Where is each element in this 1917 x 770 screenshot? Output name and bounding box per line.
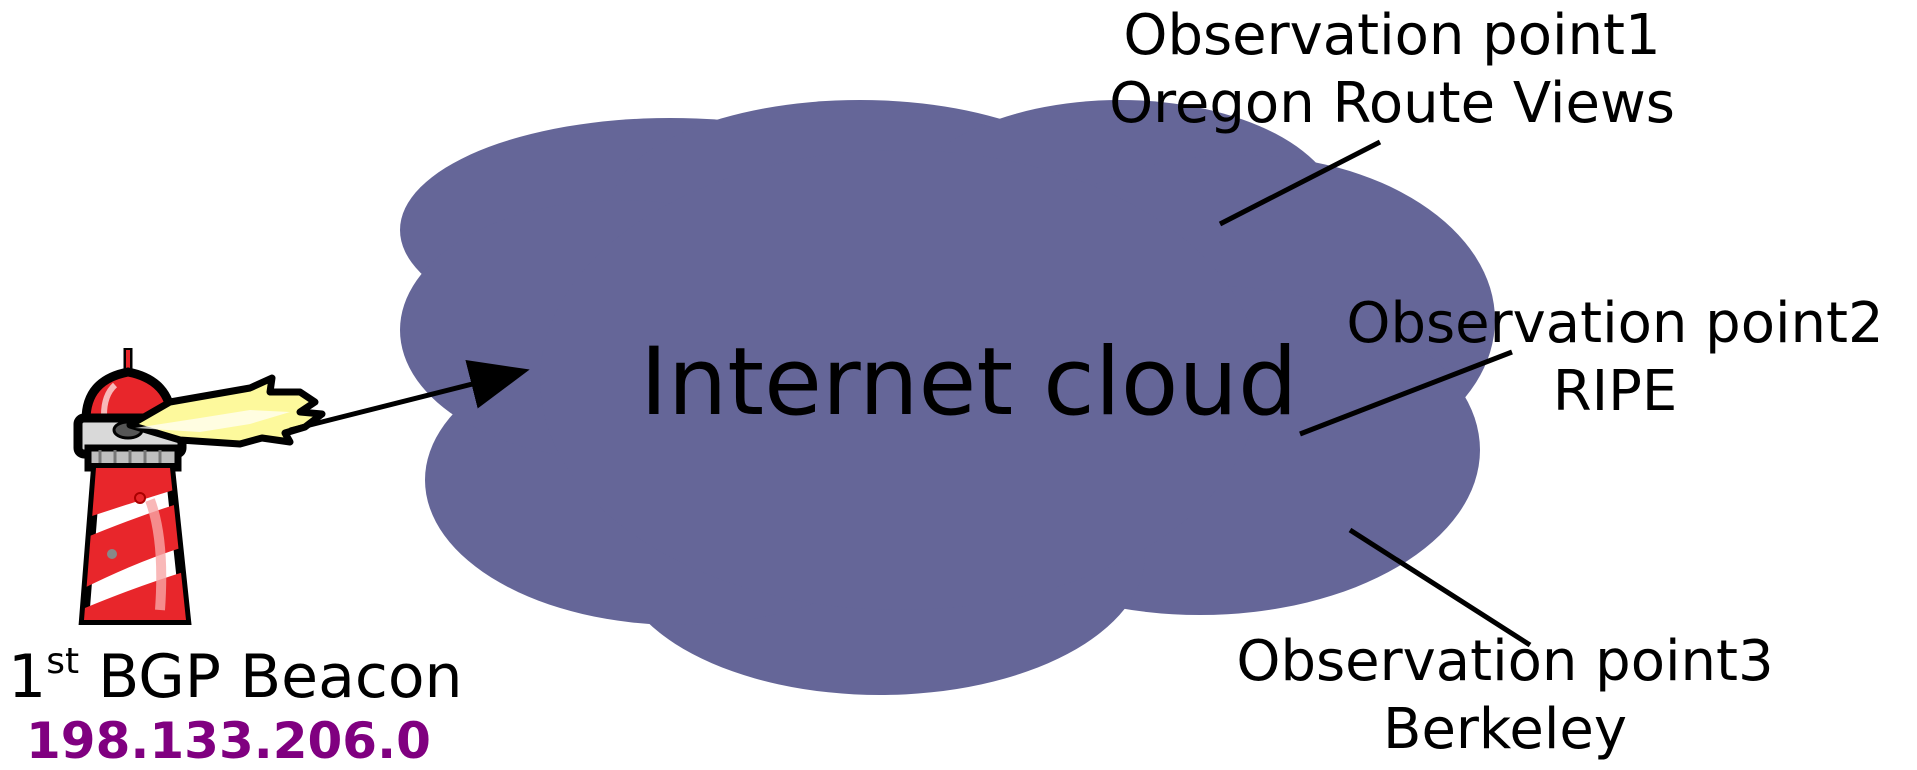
obs3-leader-line	[1348, 527, 1532, 648]
observation-point-2-title: Observation point2	[1346, 291, 1884, 356]
beacon-title-rest: BGP Beacon	[98, 642, 463, 712]
observation-point-3-source: Berkeley	[1383, 697, 1627, 762]
obs1-leader-line	[1218, 139, 1382, 227]
observation-point-1-label: Observation point1 Oregon Route Views	[1092, 2, 1692, 138]
beacon-arrow	[289, 359, 530, 433]
observation-point-1-title: Observation point1	[1123, 3, 1661, 68]
beacon-title-prefix: 1	[8, 642, 47, 712]
observation-point-2-label: Observation point2 RIPE	[1315, 290, 1915, 426]
lighthouse-icon	[73, 348, 192, 625]
obs2-leader-line	[1299, 349, 1513, 437]
cloud-label: Internet cloud	[640, 328, 1298, 437]
beacon-title-superscript: st	[46, 641, 80, 682]
light-beam-shape	[126, 374, 326, 448]
observation-point-3-label: Observation point3 Berkeley	[1205, 628, 1805, 764]
observation-point-1-source: Oregon Route Views	[1109, 71, 1675, 136]
beacon-title: 1st BGP Beacon	[8, 642, 463, 712]
observation-point-3-title: Observation point3	[1236, 629, 1774, 694]
observation-point-2-source: RIPE	[1552, 359, 1678, 424]
beacon-ip-address: 198.133.206.0	[26, 712, 431, 770]
